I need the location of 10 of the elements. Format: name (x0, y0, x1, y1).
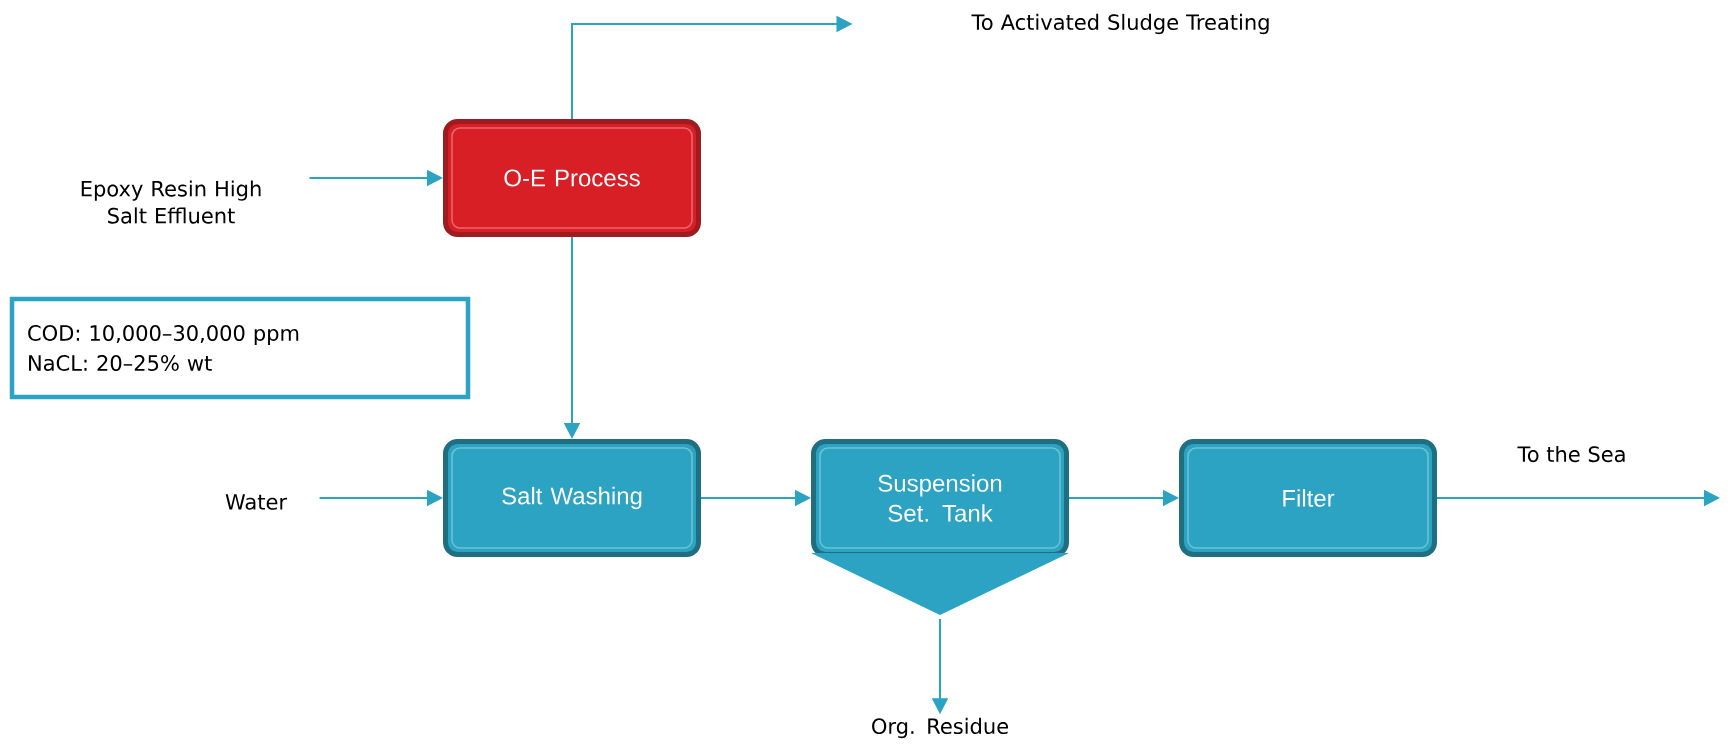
flow-label: Org. Residue (872, 717, 1009, 739)
process-box: Filter (1179, 439, 1437, 557)
process-box: Salt Washing (443, 439, 701, 557)
flow-label: To Activated Sludge Treating (971, 13, 1269, 35)
note-box: COD: 10,000–30,000 ppm NaCL: 20–25% wt (9, 296, 471, 400)
flow-label: Water (225, 494, 288, 510)
edge-label: To the Sea (1515, 443, 1629, 465)
flow-label: Epoxy Resin High Salt Effluent (81, 180, 261, 224)
tank-box: Suspension Set. Tank (811, 439, 1069, 615)
process-box: O-E Process (443, 119, 701, 237)
